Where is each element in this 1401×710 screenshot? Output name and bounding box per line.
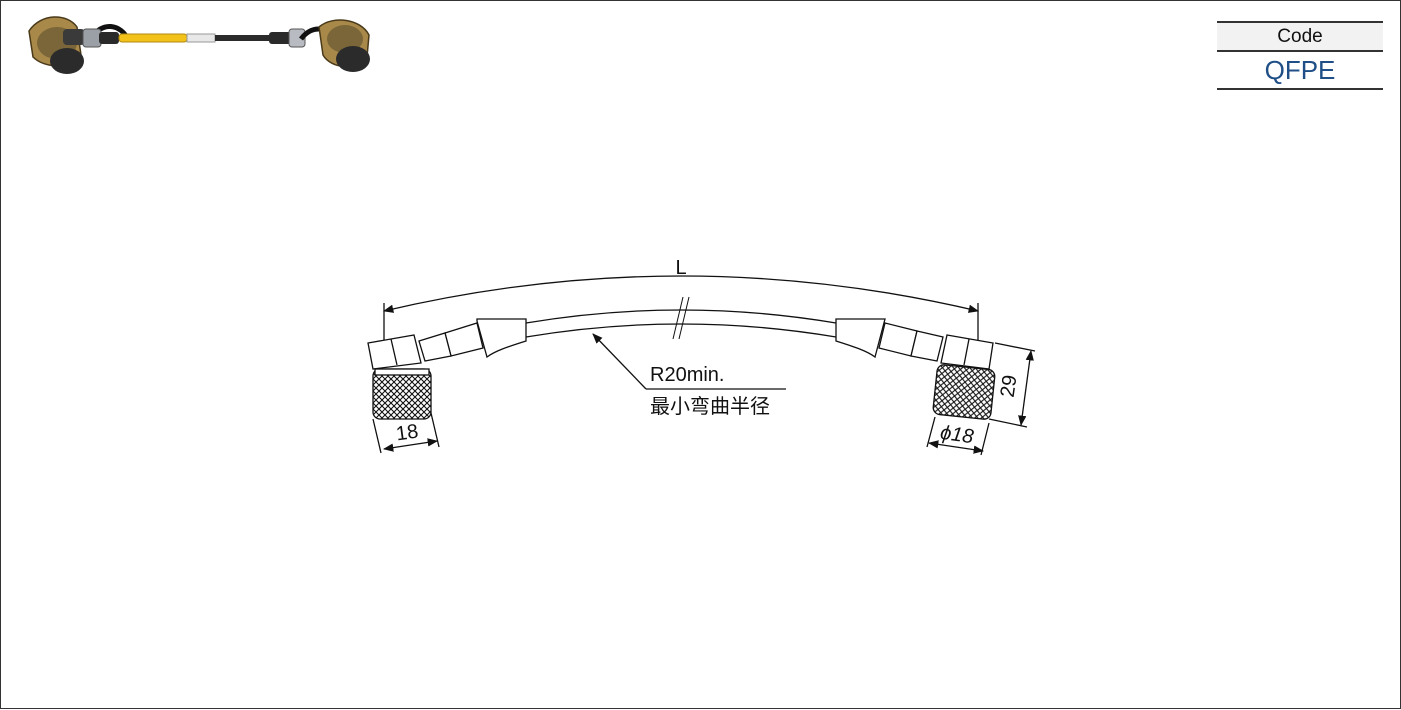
bend-radius-label: R20min. — [650, 364, 724, 386]
left-crimp-sleeve — [476, 318, 527, 359]
right-knurled-nut — [932, 364, 996, 420]
length-dimension-arc — [382, 275, 980, 313]
right-diameter-dimension-line — [927, 440, 985, 454]
length-label: L — [675, 257, 686, 279]
bend-radius-leader — [592, 333, 647, 390]
left-coupler-photo — [28, 16, 85, 74]
code-box: Code QFPE — [1217, 21, 1383, 90]
bend-radius-label-cn: 最小弯曲半径 — [650, 395, 770, 418]
height-label: 29 — [997, 374, 1022, 399]
left-knurled-nut — [372, 368, 432, 420]
height-dimension-line — [1018, 349, 1034, 427]
left-width-dimension-line — [382, 438, 439, 452]
hose-outline-top — [525, 309, 837, 324]
right-crimp-sleeve — [835, 318, 886, 359]
hose-outline-bottom — [525, 323, 837, 338]
product-photo — [28, 16, 370, 74]
code-value: QFPE — [1217, 52, 1383, 90]
code-header: Code — [1217, 21, 1383, 52]
right-diameter-label: ϕ18 — [939, 422, 975, 448]
right-coupler-photo — [318, 19, 370, 72]
left-width-label: 18 — [395, 421, 420, 446]
